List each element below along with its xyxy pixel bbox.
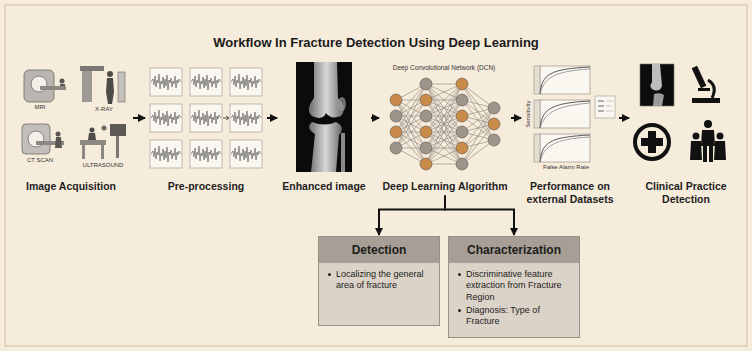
- network-link: [426, 116, 462, 164]
- info-box: DetectionLocalizing the general area of …: [318, 236, 440, 326]
- flow-arrow: [267, 117, 277, 119]
- bullet-item: Discriminative feature extraction from F…: [457, 269, 571, 303]
- network-link: [426, 84, 462, 132]
- neuron: [456, 78, 468, 90]
- stage-block: Image Acquisition: [10, 60, 132, 195]
- neuron: [390, 94, 402, 106]
- box-heading: Detection: [319, 237, 439, 263]
- xray-scene: [80, 66, 125, 104]
- network-link: [426, 84, 462, 132]
- ultrasound-scene: [80, 124, 126, 159]
- diagram-title: Workflow In Fracture Detection Using Dee…: [0, 35, 752, 50]
- stage-block: Performance on external Datasets: [522, 60, 618, 207]
- neuron: [456, 110, 468, 122]
- neuron: [488, 118, 500, 130]
- neuron: [420, 126, 432, 138]
- signal-waves: [151, 74, 261, 162]
- neuron: [420, 94, 432, 106]
- stage-block: Deep Learning Algorithm: [380, 60, 510, 195]
- stage-caption: Clinical Practice Detection: [630, 180, 742, 205]
- figure-label: CT SCAN: [27, 157, 53, 164]
- signal-panels: [150, 68, 262, 168]
- flow-arrow: [133, 117, 145, 119]
- frame: [5, 5, 747, 346]
- bullet-item: Diagnosis: Type of Fracture: [457, 305, 571, 328]
- box-heading: Characterization: [449, 237, 579, 263]
- network-link: [426, 116, 462, 164]
- bullet-text: Diagnosis: Type of Fracture: [466, 305, 540, 326]
- box-body: Localizing the general area of fracture: [319, 263, 439, 317]
- flow-arrow: [445, 196, 514, 235]
- bullet-text: Localizing the general area of fracture: [336, 269, 424, 290]
- knee-xray: [296, 62, 352, 172]
- figure-label: X-RAY: [95, 106, 113, 113]
- stage-block: Enhanced image: [278, 60, 370, 195]
- box-body: Discriminative feature extraction from F…: [449, 263, 579, 337]
- neuron: [390, 142, 402, 154]
- figure-label: False Alarm Rate: [543, 164, 589, 171]
- bullet-dot: [458, 309, 461, 312]
- figure-label: ULTRASOUND: [83, 162, 124, 169]
- neuron: [390, 110, 402, 122]
- neuron: [488, 102, 500, 114]
- network-link: [396, 116, 426, 164]
- ct-scene: [22, 124, 64, 154]
- info-box: CharacterizationDiscriminative feature e…: [448, 236, 580, 338]
- bullet-text: Discriminative feature extraction from F…: [466, 269, 562, 302]
- figure-label: MRI: [35, 104, 46, 111]
- neural-network: [390, 78, 500, 170]
- flow-arrow: [619, 117, 629, 119]
- figure-label: Sensitivity: [525, 100, 532, 127]
- stage-caption: Deep Learning Algorithm: [380, 180, 510, 193]
- neuron: [456, 158, 468, 170]
- network-link: [396, 100, 426, 148]
- roc-plots: [534, 66, 615, 162]
- neuron: [420, 78, 432, 90]
- neuron: [420, 142, 432, 154]
- stage-caption: Performance on external Datasets: [522, 180, 618, 205]
- stage-caption: Enhanced image: [278, 180, 370, 193]
- stage-caption: Pre-processing: [146, 180, 266, 193]
- network-link: [396, 84, 426, 132]
- stage-caption: Image Acquisition: [10, 180, 132, 193]
- mri-scene: [24, 70, 66, 102]
- network-link: [426, 84, 462, 164]
- neuron: [420, 158, 432, 170]
- neuron: [420, 110, 432, 122]
- neuron: [390, 126, 402, 138]
- flow-arrow: [511, 117, 521, 119]
- network-link: [396, 100, 426, 148]
- bullet-dot: [458, 273, 461, 276]
- figure-label: Deep Convolutional Network (DCN): [393, 64, 496, 71]
- bullet-dot: [328, 273, 331, 276]
- clinical-icons: [635, 64, 726, 162]
- flow-arrow: [379, 196, 445, 235]
- neuron: [456, 142, 468, 154]
- stage-block: Clinical Practice Detection: [630, 60, 742, 207]
- bullet-item: Localizing the general area of fracture: [327, 269, 431, 292]
- flow-arrow: [371, 117, 379, 119]
- small-arrow: [223, 116, 229, 120]
- neuron: [456, 126, 468, 138]
- stage-block: Pre-processing: [146, 60, 266, 195]
- neuron: [488, 134, 500, 146]
- neuron: [456, 94, 468, 106]
- network-link: [426, 84, 462, 164]
